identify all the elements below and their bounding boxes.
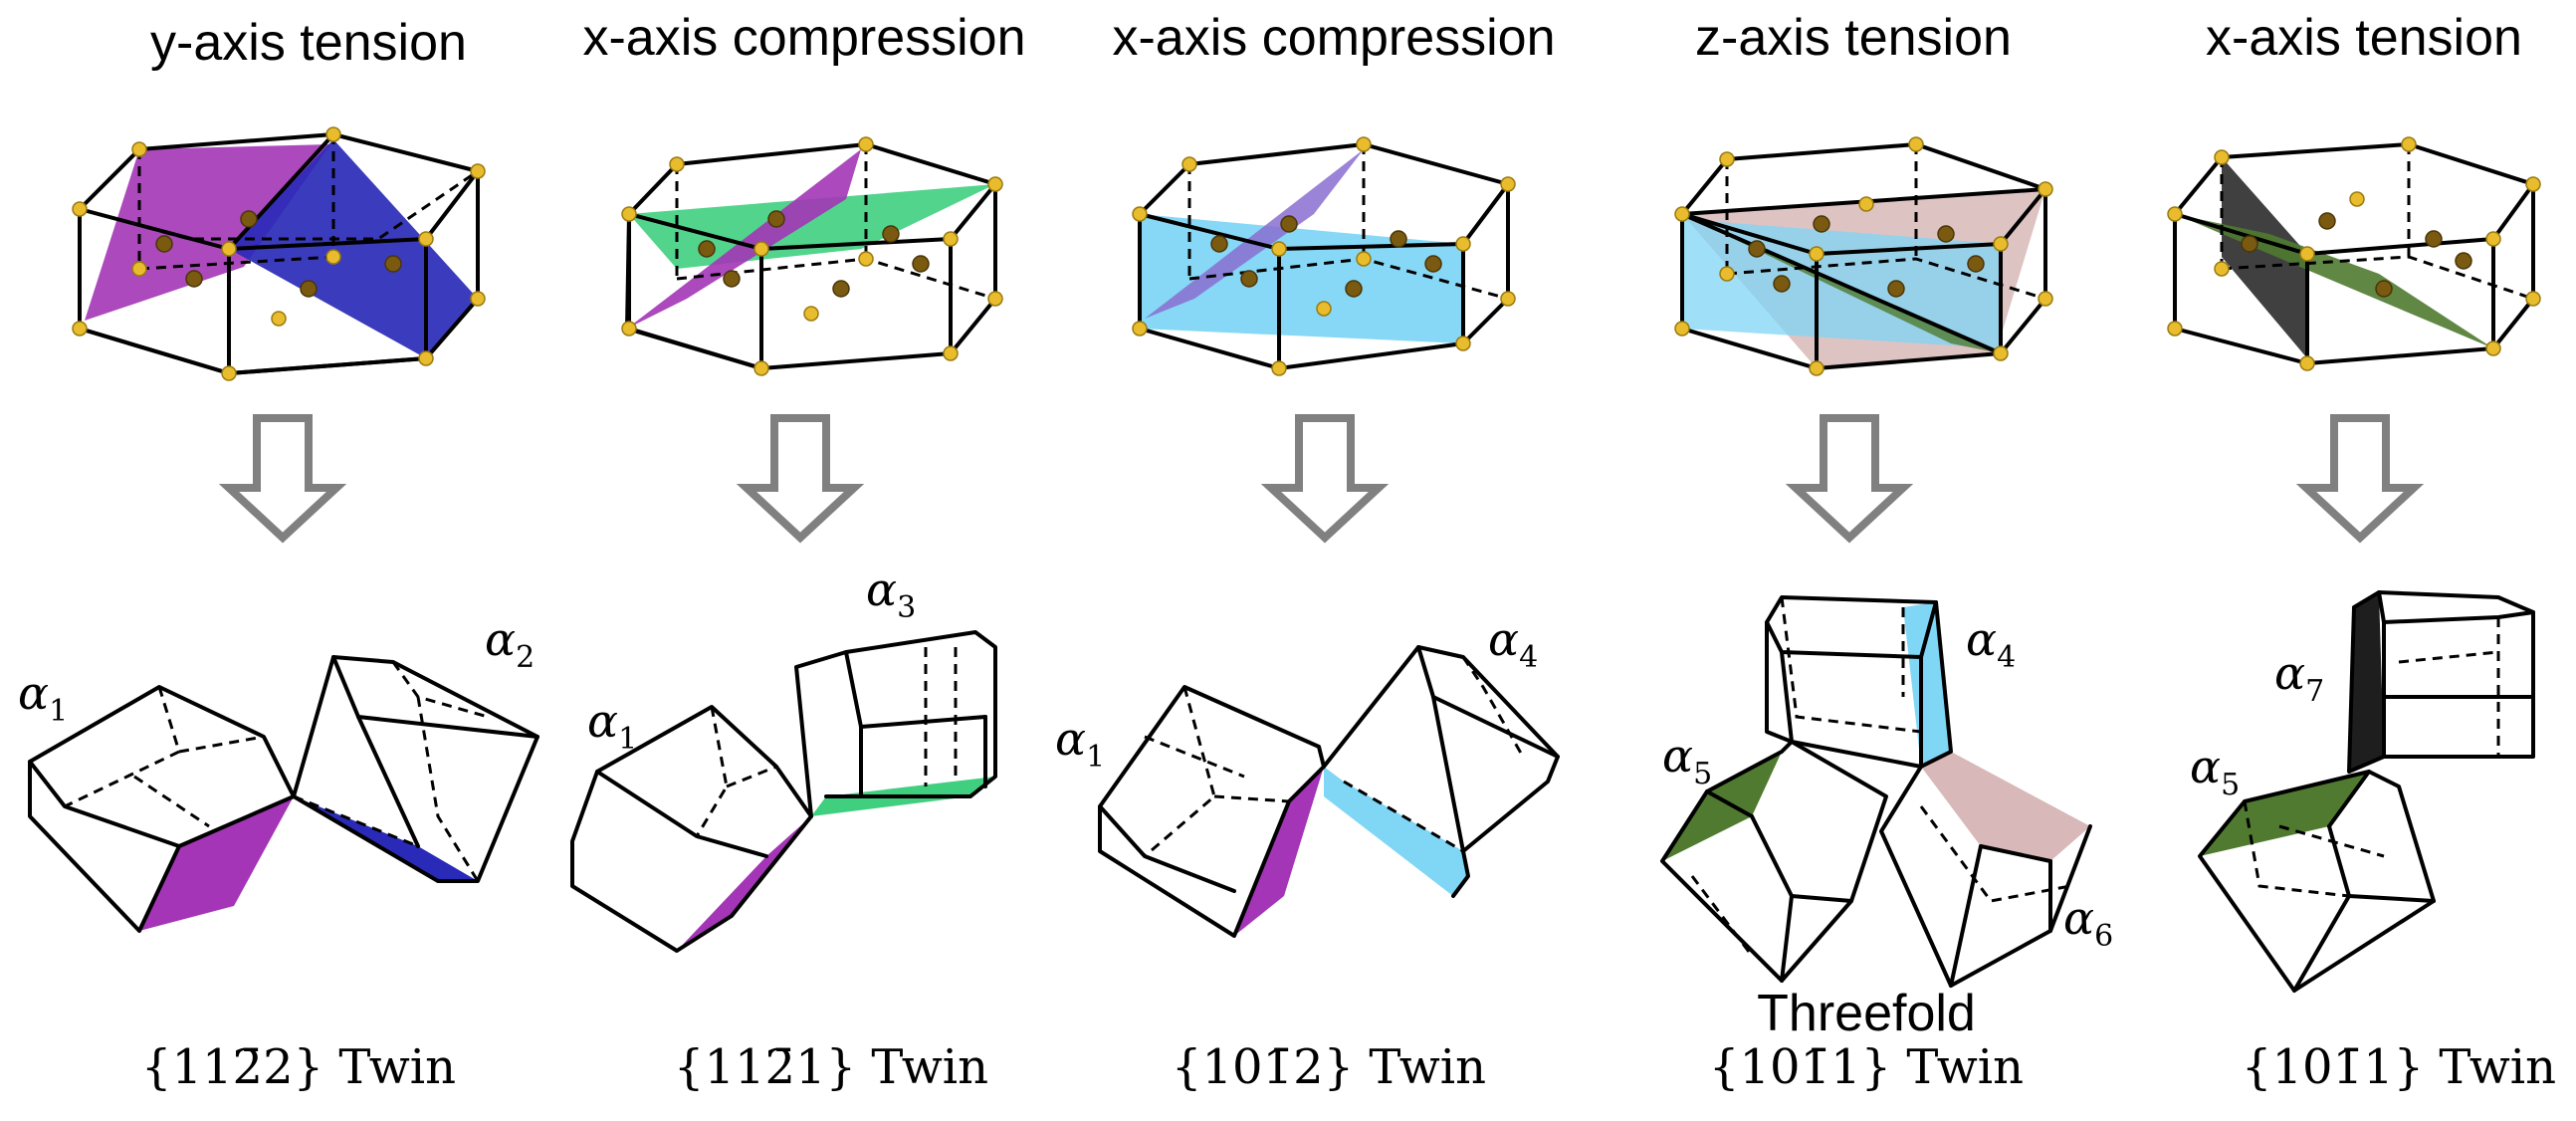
twinned-crystal-icon — [2198, 590, 2535, 993]
variant-label: α6 — [2063, 891, 2113, 954]
heading-4: z-axis tension — [1695, 9, 2012, 67]
heading-5: x-axis tension — [2206, 9, 2522, 67]
twin-caption-4-top: Threefold — [1757, 985, 1976, 1042]
variant-label: α5 — [2190, 740, 2240, 802]
hcp-unit-cell-icon — [621, 136, 1003, 376]
variant-label: α4 — [1488, 612, 1538, 675]
down-arrow-icon — [1260, 414, 1390, 544]
variant-label: α1 — [1055, 712, 1105, 775]
variant-label: α5 — [1662, 729, 1712, 791]
twin-caption-1: {112̄2} Twin — [141, 1039, 456, 1095]
variant-label: α2 — [485, 612, 535, 675]
down-arrow-icon — [736, 414, 865, 544]
heading-1: y-axis tension — [150, 14, 467, 72]
twinned-crystal-icon — [570, 630, 997, 953]
twinned-crystal-icon — [1660, 595, 2092, 988]
twinned-crystal-icon — [28, 655, 539, 933]
variant-label: α1 — [18, 666, 68, 729]
twin-caption-3: {101̄2} Twin — [1172, 1039, 1486, 1095]
variant-label: α1 — [587, 694, 637, 757]
twin-caption-5: {101̄1} Twin — [2242, 1039, 2556, 1095]
heading-2: x-axis compression — [582, 9, 1025, 67]
hcp-unit-cell-icon — [1674, 136, 2053, 376]
down-arrow-icon — [2295, 414, 2425, 544]
variant-label: α4 — [1966, 612, 2016, 675]
hcp-unit-cell-icon — [72, 126, 486, 381]
variant-label: α3 — [866, 562, 916, 625]
heading-3: x-axis compression — [1112, 9, 1555, 67]
down-arrow-icon — [218, 414, 347, 544]
twin-caption-2: {112̄1} Twin — [674, 1039, 988, 1095]
twin-caption-4: {101̄1} Twin — [1709, 1039, 2024, 1095]
down-arrow-icon — [1785, 414, 1914, 544]
variant-label: α7 — [2274, 646, 2324, 709]
twinned-crystal-icon — [1098, 645, 1560, 938]
hcp-unit-cell-icon — [2167, 136, 2541, 371]
hcp-unit-cell-icon — [1132, 136, 1516, 376]
